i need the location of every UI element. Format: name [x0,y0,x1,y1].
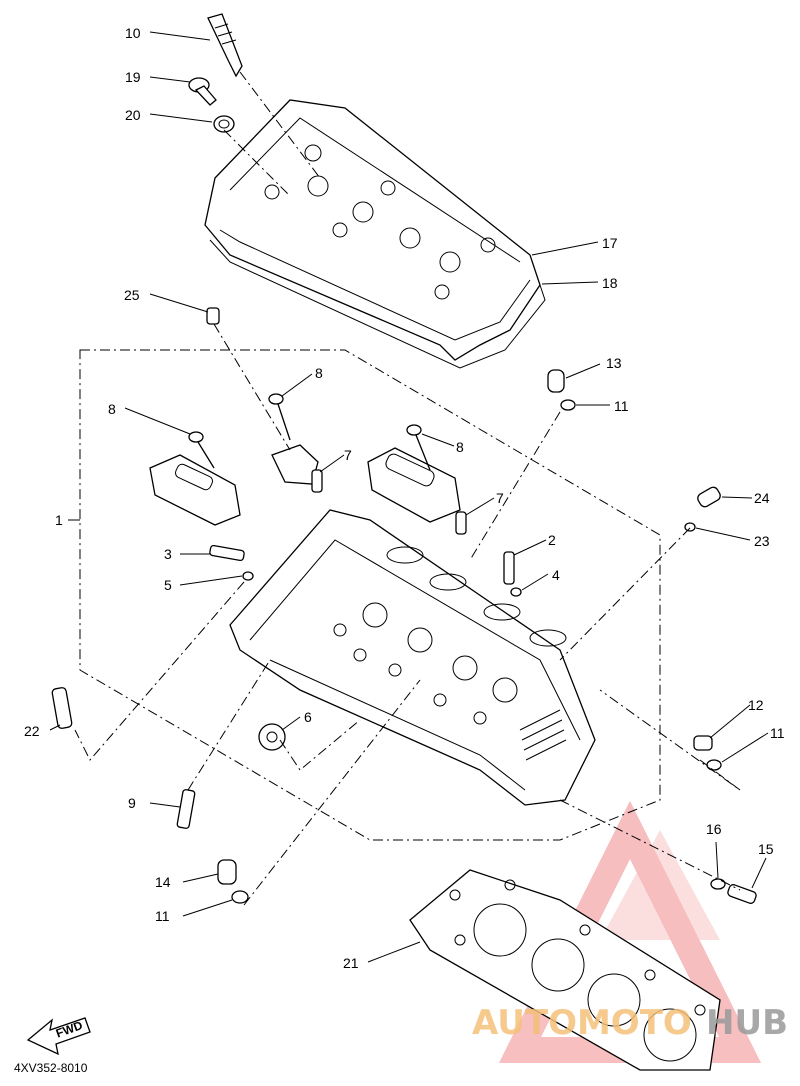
head-gasket [409,869,721,1071]
washer-11-bottom [231,890,249,904]
bolt-15 [727,884,757,904]
bolt-8-right [406,424,431,471]
dowel-pin-left [311,469,323,493]
callout-22: 22 [24,723,40,739]
callout-9: 9 [128,795,136,811]
cap-nut-14 [217,859,237,885]
callout-8a: 8 [315,365,323,381]
callout-11b: 11 [770,725,785,741]
callout-11c: 11 [155,908,170,924]
assembly-boundary [79,349,661,841]
callout-20: 20 [125,107,141,123]
callout-10: 10 [125,25,141,41]
callout-8b: 8 [108,401,116,417]
cap-nut-13 [547,369,565,393]
watermark-text-hub: HUB [706,1003,788,1043]
washer-11-top [560,399,576,411]
cam-cap-left [149,454,241,526]
callout-24: 24 [754,490,770,506]
spark-plug [207,13,243,78]
callout-13: 13 [606,355,622,371]
stud-2 [503,551,515,585]
callout-21: 21 [343,955,359,971]
stud-3 [209,544,245,562]
bolt-8-center [268,393,291,441]
callout-25: 25 [124,287,140,303]
callout-16: 16 [706,821,722,837]
callout-23: 23 [754,533,770,549]
watermark-text-automoto: AUTOMOTO [472,1003,692,1043]
callout-7b: 7 [496,490,504,506]
callout-8c: 8 [456,439,464,455]
callout-labels: 10 19 20 17 18 25 13 8 11 8 7 8 7 24 1 2… [24,25,785,971]
callout-19: 19 [125,69,141,85]
grommet [213,115,235,133]
cylinder-head [229,509,596,806]
dowel-pin-right [455,511,467,535]
washer-16 [710,878,726,890]
cover-bolt [188,77,217,106]
bolt-8-left [188,431,215,469]
callout-18: 18 [602,275,618,291]
head-cover [204,99,546,369]
cam-cap-right [367,447,461,523]
stud-9 [176,789,196,829]
callout-5: 5 [164,577,172,593]
callout-17: 17 [602,235,618,251]
bolt-25 [206,307,220,325]
fwd-arrow [26,1017,91,1056]
leader-lines [49,31,769,963]
callout-6: 6 [304,709,312,725]
o-ring-23 [684,522,696,532]
washer-4 [510,587,522,597]
bolt-12 [693,735,713,751]
bolt-22 [51,687,73,729]
callout-7a: 7 [344,447,352,463]
plug-6 [258,723,286,751]
callout-11a: 11 [614,398,629,414]
callout-1: 1 [55,512,63,528]
union-bolt-24 [697,486,721,508]
diagram-code: 4XV352-8010 [14,1061,88,1075]
cam-cap-center [271,444,319,485]
callout-15: 15 [758,841,774,857]
callout-2: 2 [548,532,556,548]
callout-4: 4 [552,567,560,583]
callout-12: 12 [748,697,764,713]
washer-5 [242,571,254,581]
callout-14: 14 [155,874,171,890]
callout-3: 3 [164,546,172,562]
